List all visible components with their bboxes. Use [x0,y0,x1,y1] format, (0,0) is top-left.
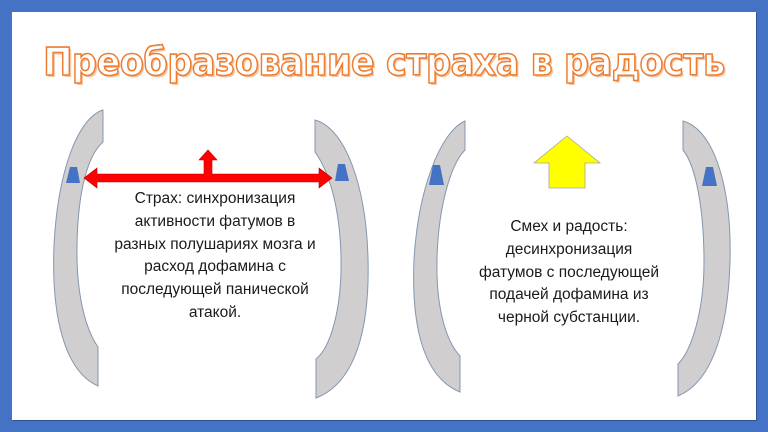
desynchronization-up-arrow-icon [532,135,602,189]
fear-line: последующей панической [121,281,309,299]
joy-line: Смех и радость: [510,218,628,235]
left-hemisphere-marker-icon [66,167,80,183]
right-hemisphere-arc [314,119,369,399]
fear-line: активности фатумов в [134,212,296,230]
joy-line: десинхронизация [505,240,633,258]
fear-line: разных полушариях мозга и [114,235,316,253]
fear-line: Страх: синхронизация [134,190,296,207]
fear-line: расход дофамина с [144,258,286,276]
joy-line: фатумов с последующей [478,263,660,281]
right-hemisphere-arc [677,120,731,397]
slide-canvas: Преобразование страха в радость [12,12,756,420]
synchronization-arrow-icon [83,149,333,189]
fear-description: Страх: синхронизация активности фатумов … [92,188,338,325]
left-hemisphere-arc [53,109,104,387]
joy-description: Смех и радость: десинхронизация фатумов … [456,216,682,330]
left-hemisphere-arc [413,120,466,393]
slide-title: Преобразование страха в радость [42,39,725,85]
joy-line: подачей дофамина из [489,286,649,304]
joy-line: черной субстанции. [497,309,641,327]
right-hemisphere-marker-icon [335,164,349,181]
fear-line: атакой. [188,303,242,321]
right-hemisphere-marker-icon [702,167,717,186]
left-hemisphere-marker-icon [429,165,444,185]
